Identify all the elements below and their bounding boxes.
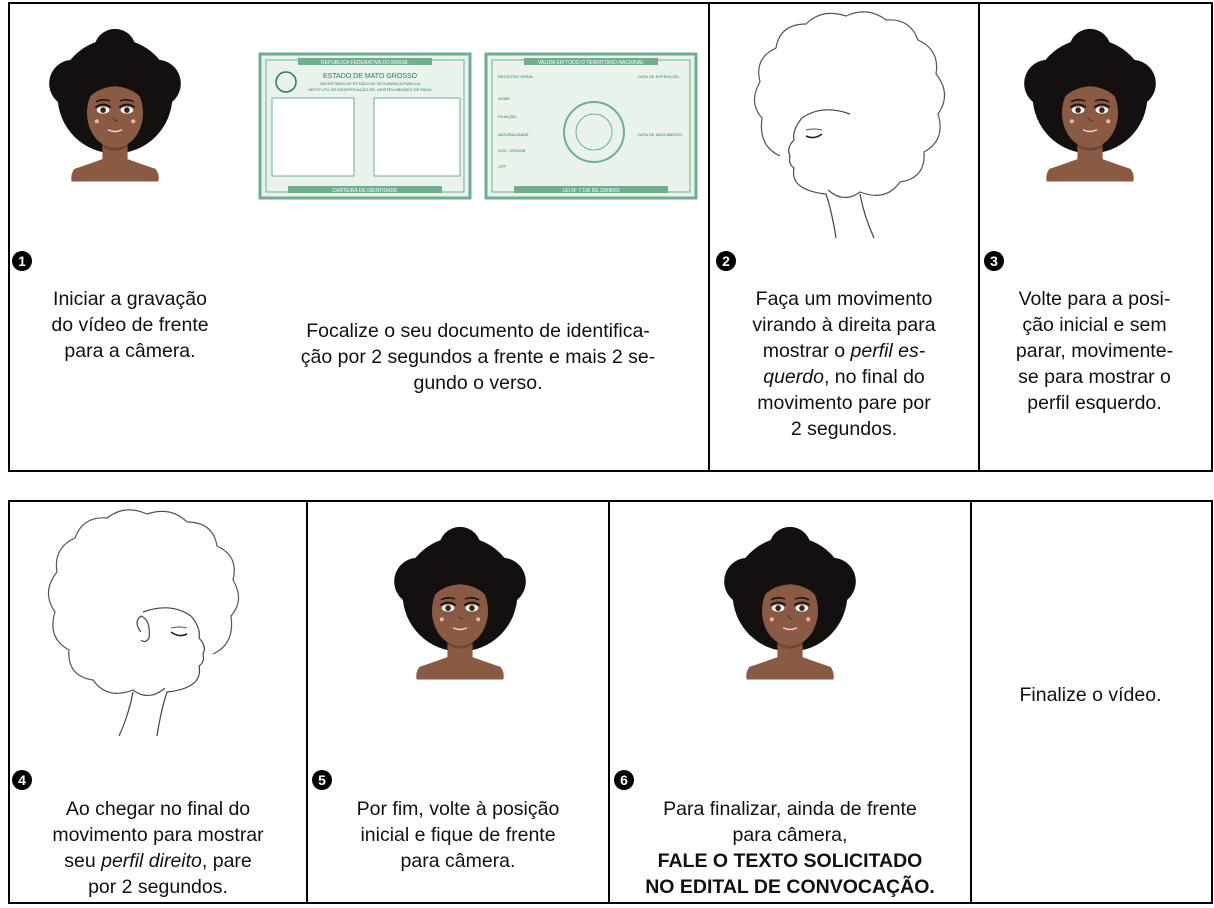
cell-step6: 6 Para finalizar, ainda de frente para c…: [610, 502, 972, 902]
step-number-badge: 2: [716, 251, 736, 271]
woman-front-illustration: [1023, 28, 1157, 183]
step1-line: do vídeo de frente: [51, 314, 209, 336]
id-back-field-right-1: DATA DE EXPEDIÇÃO: [638, 74, 679, 79]
step6-bold-line: NO EDITAL DE CONVOCAÇÃO.: [645, 876, 935, 898]
id-front-sub2: INSTITUTO DE IDENTIFICAÇÃO DR. ARISTEU M…: [308, 87, 431, 92]
step-number-badge: 1: [12, 251, 32, 271]
step-number-badge: 6: [614, 770, 634, 790]
step6-bold-line: FALE O TEXTO SOLICITADO: [657, 850, 923, 872]
step3-line: Volte para a posi-: [1018, 288, 1171, 310]
step5-caption: Por fim, volte à posição inicial e fique…: [308, 796, 608, 874]
step3-line: se para mostrar o: [1018, 366, 1171, 388]
step2-line: Faça um movimento: [755, 288, 933, 310]
id-back-footer: LEI Nº 7.116 DE 29/08/83: [562, 188, 619, 194]
step2-line: virando à direita para: [752, 314, 936, 336]
step1-line: para a câmera.: [64, 340, 196, 362]
id-back-field-5: DOC. ORIGEM: [498, 148, 525, 153]
step-number-badge: 5: [312, 770, 332, 790]
cell-final: Finalize o vídeo.: [972, 502, 1211, 902]
step6-line: Para finalizar, ainda de frente: [663, 798, 917, 820]
instructions-row-1: REPUBLICA FEDERATIVA DO BRASIL ESTADO DE…: [8, 2, 1213, 472]
id-front-state: ESTADO DE MATO GROSSO: [323, 73, 418, 80]
step3-line: parar, movimente-: [1015, 340, 1174, 362]
step5-line: inicial e fique de frente: [360, 824, 556, 846]
id-front-footer: CARTEIRA DE IDENTIDADE: [333, 188, 399, 194]
woman-profile-illustration: [753, 11, 946, 239]
step5-line: Por fim, volte à posição: [356, 798, 560, 820]
coat-of-arms-icon: [275, 71, 297, 93]
final-caption: Finalize o vídeo.: [1019, 684, 1162, 706]
woman-profile-illustration: [47, 509, 240, 737]
step3-caption: Volte para a posi- ção inicial e sem par…: [980, 286, 1209, 416]
id-card-illustration: REPUBLICA FEDERATIVA DO BRASIL ESTADO DE…: [258, 52, 698, 200]
id-back-field-2: NOME: [498, 96, 510, 101]
step6-caption: Para finalizar, ainda de frente para câm…: [610, 796, 970, 900]
instructions-row-2: 4 Ao chegar no final do movimento para m…: [8, 500, 1213, 904]
step2-line: querdo, no final do: [763, 366, 925, 388]
step1-caption: Iniciar a gravação do vídeo de frente pa…: [20, 286, 240, 364]
woman-front-illustration: [48, 28, 182, 183]
step5-line: para câmera.: [400, 850, 516, 872]
id-back-field-6: CPF: [498, 164, 507, 169]
cell-step3: 3 Volte para a posi- ção inicial e sem p…: [980, 4, 1211, 470]
cell-step1-document: REPUBLICA FEDERATIVA DO BRASIL ESTADO DE…: [10, 4, 710, 470]
document-line: gundo o verso.: [413, 372, 543, 394]
id-back-field-4: NATURALIDADE: [498, 132, 529, 137]
brazil-seal-icon: [563, 101, 625, 163]
step2-caption: Faça um movimento virando à direita para…: [710, 286, 978, 442]
cell-step2: 2 Faça um movimento virando à direita pa…: [710, 4, 980, 470]
step4-line: movimento para mostrar: [52, 824, 264, 846]
id-front-sub1: SECRETARIA DE ESTADO DE SEGURANÇA PÚBLIC…: [320, 81, 420, 86]
step4-line: seu perfil direito, pare: [64, 850, 252, 872]
step-number-badge: 3: [984, 251, 1004, 271]
id-back-field-3: FILIAÇÃO: [498, 114, 516, 119]
step4-line: Ao chegar no final do: [65, 798, 251, 820]
step4-line: por 2 segundos.: [88, 876, 228, 898]
document-caption: Focalize o seu documento de identifica- …: [248, 318, 708, 396]
id-back-field-1: REGISTRO GERAL: [498, 74, 534, 79]
step2-line: 2 segundos.: [790, 418, 898, 440]
woman-front-illustration: [723, 526, 857, 681]
cell-step4: 4 Ao chegar no final do movimento para m…: [10, 502, 308, 902]
woman-front-illustration: [393, 526, 527, 681]
step4-caption: Ao chegar no final do movimento para mos…: [10, 796, 306, 900]
step1-line: Iniciar a gravação: [53, 288, 207, 310]
cell-step5: 5 Por fim, volte à posição inicial e fiq…: [308, 502, 610, 902]
step2-line: mostrar o perfil es-: [762, 340, 926, 362]
document-line: ção por 2 segundos a frente e mais 2 se-: [300, 346, 656, 368]
id-back-header: VALIDA EM TODO O TERRITÓRIO NACIONAL: [538, 59, 644, 66]
step3-line: perfil esquerdo.: [1027, 392, 1162, 414]
step-number-badge: 4: [12, 770, 32, 790]
step3-line: ção inicial e sem: [1022, 314, 1167, 336]
step2-line: movimento pare por: [757, 392, 931, 414]
id-front-header: REPUBLICA FEDERATIVA DO BRASIL: [321, 60, 409, 66]
id-back-field-right-2: DATA DE NASCIMENTO: [638, 132, 682, 137]
document-line: Focalize o seu documento de identifica-: [306, 320, 650, 342]
step6-line: para câmera,: [732, 824, 848, 846]
